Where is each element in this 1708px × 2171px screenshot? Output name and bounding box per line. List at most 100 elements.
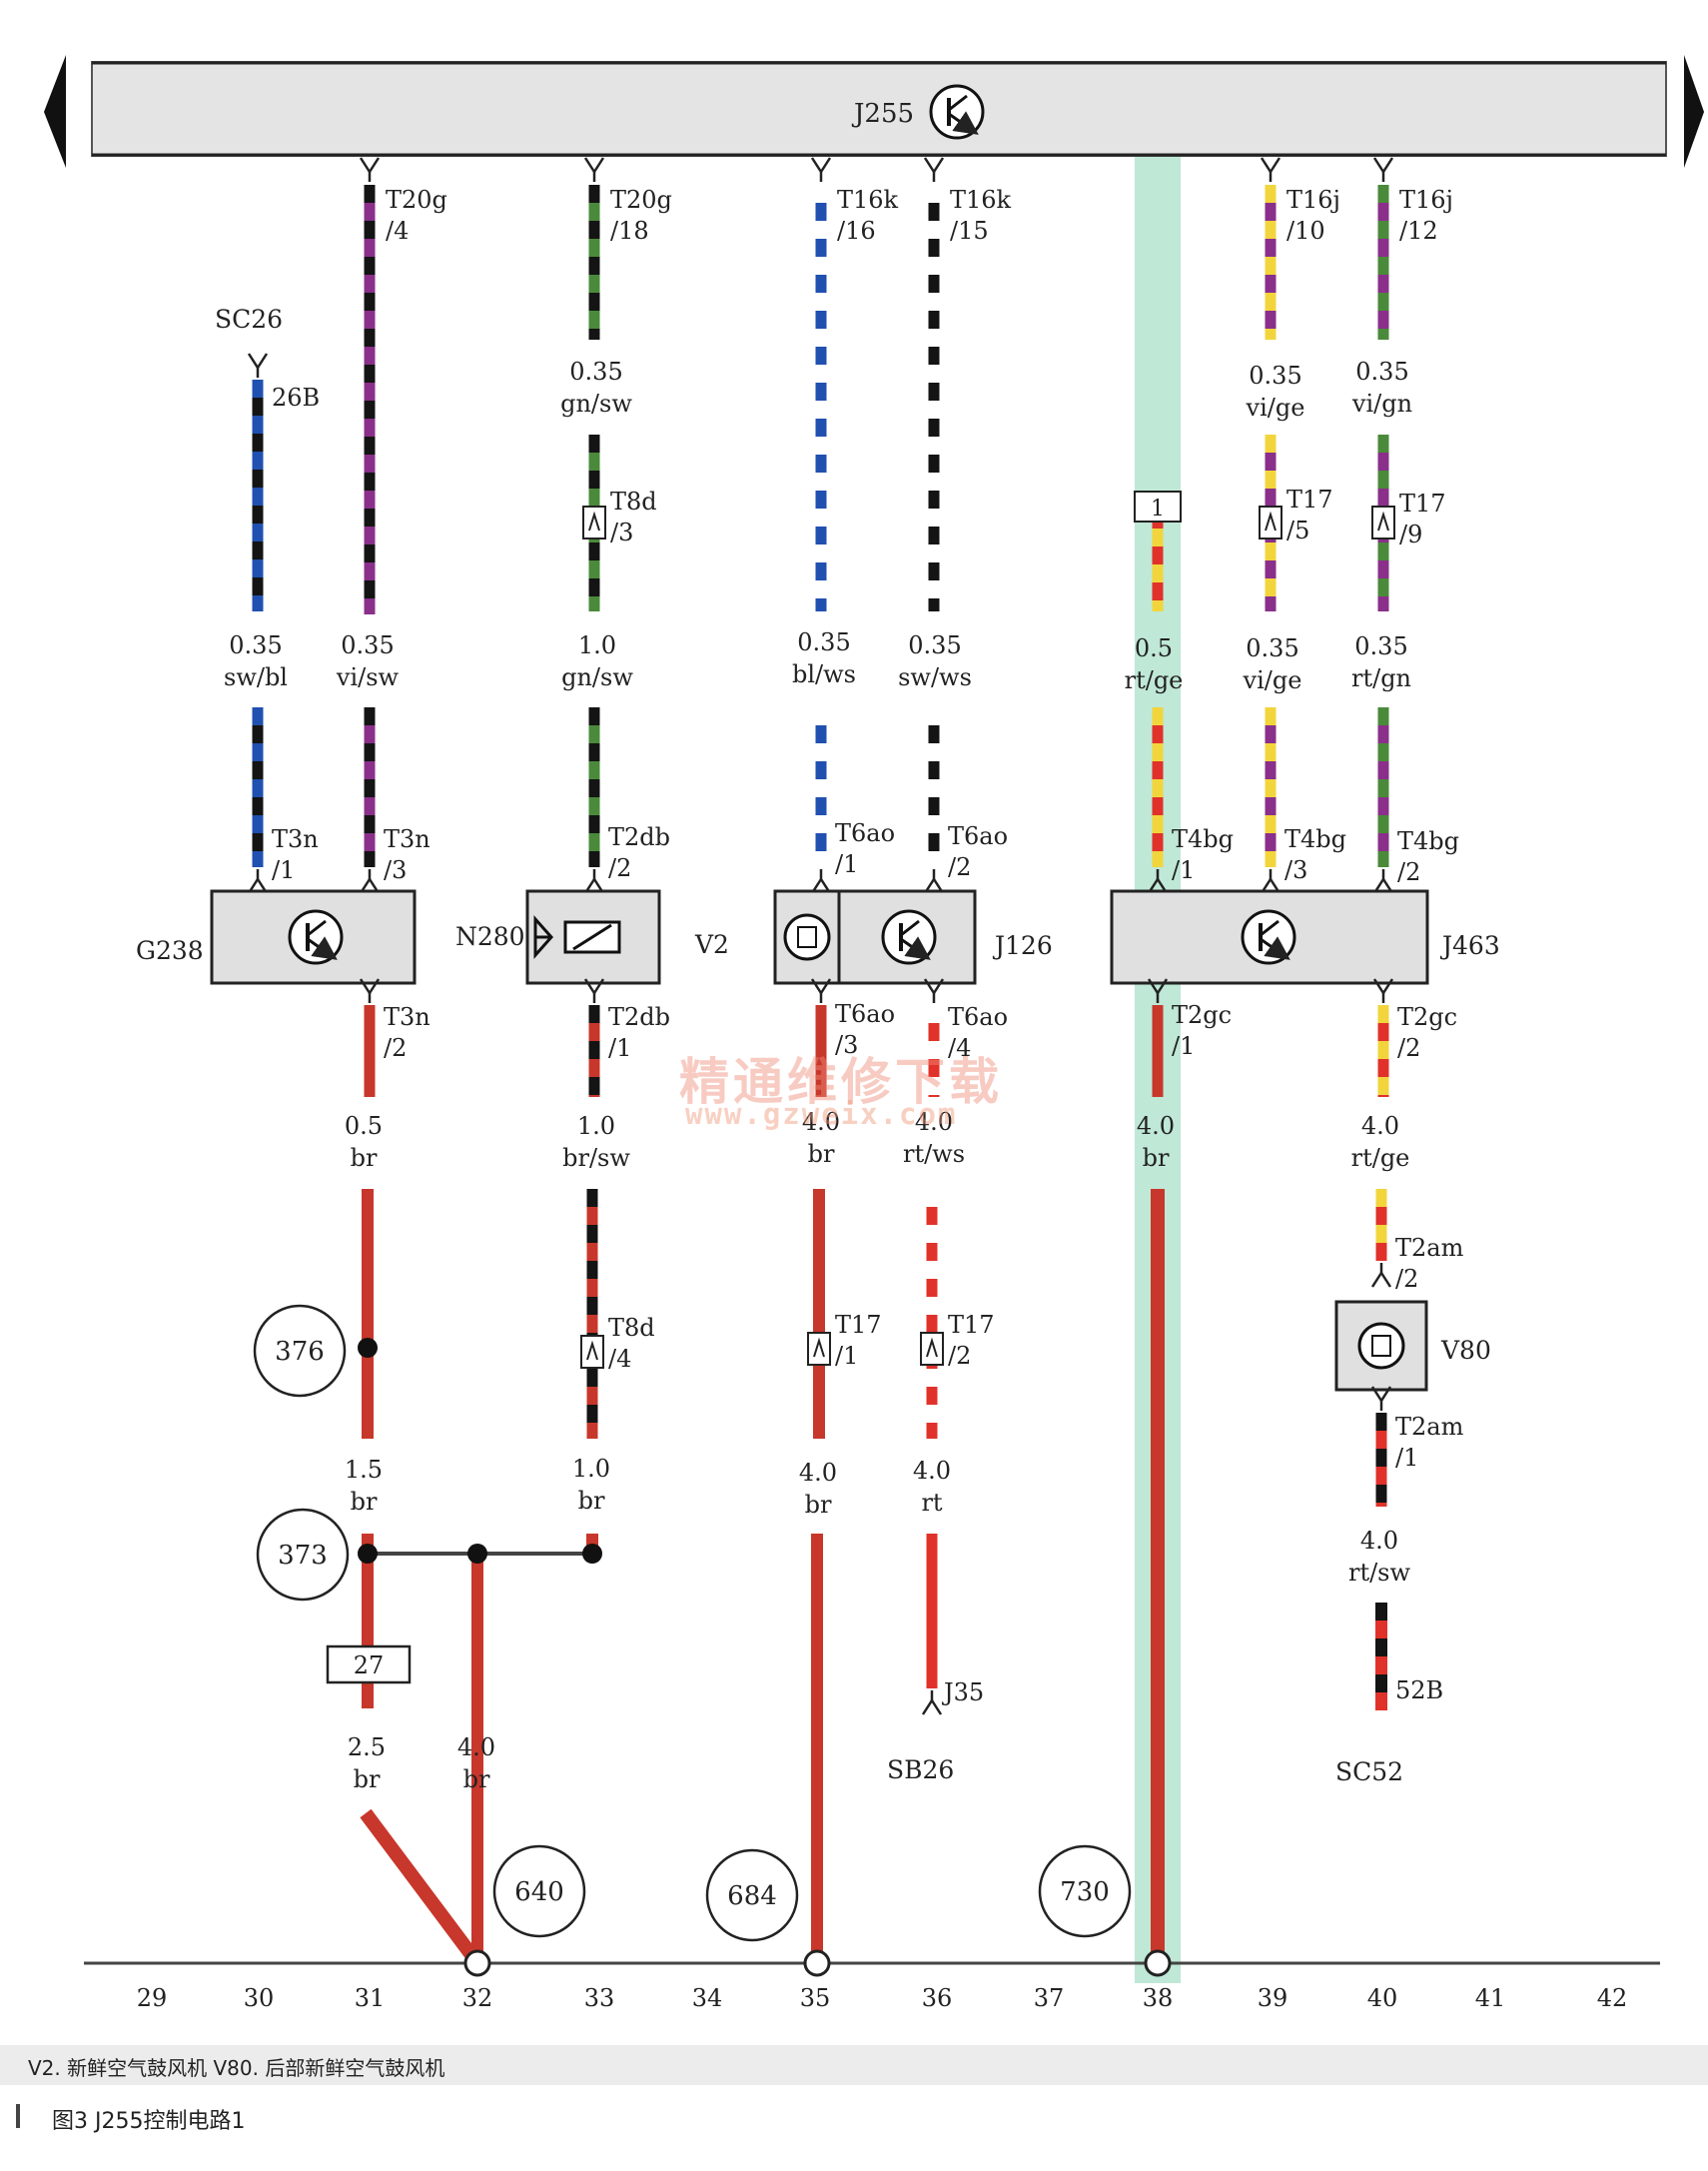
connector-pin-icon [359,157,381,182]
module-v2-j126 [773,889,977,985]
connector-pin-icon [1370,1263,1392,1288]
ground-node [463,1949,491,1977]
j126-transistor-icon [881,909,937,965]
connector-pin-label: /2 [948,853,971,881]
connector-pin-label: /4 [386,217,409,245]
connector-pin-label: /1 [608,1034,631,1062]
connector-label: T2gc [1397,1003,1457,1031]
wire-size-label: 1.0 [572,1455,610,1483]
wire-color-label: sw/bl [224,663,288,691]
connector-label: T4bg [1397,827,1459,855]
wire-size-label: 1.0 [578,631,616,659]
connector-pin-label: /10 [1286,217,1325,245]
connector-pin-icon [810,869,832,894]
connector-pin-icon [1147,978,1169,1003]
junction-dot [467,1544,487,1564]
wire-size-label: 4.0 [457,1733,495,1761]
connector-pin-icon [1260,869,1281,894]
sc52-label: SC52 [1335,1757,1403,1786]
wire-size-label: 0.35 [797,628,850,656]
wire-size-label: 0.35 [1355,358,1408,386]
inline-connector-icon [1371,506,1395,540]
connector-label: T2gc [1172,1001,1232,1029]
connector-pin-label: /2 [384,1034,407,1062]
wire-size-label: 1.5 [345,1456,383,1484]
grid-column-number: 29 [137,1984,168,2012]
connector-pin-icon [1260,157,1281,182]
connector-label: T8d [608,1314,655,1342]
wire-size-label: 0.5 [1135,634,1173,662]
connector-label: T20g [610,186,672,214]
connector-pin-icon [359,978,381,1003]
n280-label: N280 [455,922,525,951]
connector-label: T3n [384,825,430,853]
connector-pin-label: /2 [608,854,631,882]
grid-column-number: 35 [800,1984,831,2012]
wire-color-label: gn/sw [560,390,632,418]
inline-connector-icon [807,1332,831,1366]
box-1 [1134,491,1182,523]
connector-pin-icon [359,869,381,894]
connector-label: T2am [1395,1413,1464,1441]
wire-size-label: 0.35 [341,631,394,659]
connector-pin-label: /1 [835,1342,858,1370]
connector-pin-label: /1 [1172,856,1195,884]
connector-pin-label: /15 [950,217,989,245]
wire-color-label: bl/ws [792,660,856,688]
j463-label: J463 [1439,931,1500,960]
connector-label: T6ao [948,1003,1008,1031]
box-27-label: 27 [354,1651,385,1679]
grid-column-number: 38 [1143,1984,1174,2012]
connector-pin-icon [583,869,605,894]
reference-circle-label: 376 [275,1337,325,1367]
wire-size-label: 0.35 [1246,634,1298,662]
wire-size-label: 0.35 [908,631,961,659]
wire-color-label: rt/sw [1348,1559,1411,1587]
wire-color-label: br [354,1765,381,1793]
j255-bus: J255 [44,55,1704,168]
connector-pin-label: /9 [1399,521,1422,548]
box-1-label: 1 [1151,497,1165,522]
labels-layer: T20g/4T20g/18T16k/16T16k/15T16j/10T16j/1… [136,186,1627,2012]
bus-left-arrow [44,55,66,168]
connector-pin-label: /2 [948,1342,971,1370]
j126-label: J126 [992,931,1053,960]
grid-column-number: 33 [584,1984,615,2012]
connector-pin-label: /3 [384,856,407,884]
reference-circle-label: 373 [278,1541,328,1571]
connector-label: T4bg [1284,825,1346,853]
connector-pin-icon [247,869,269,894]
grid-column-number: 34 [692,1984,723,2012]
wire-size-label: 1.0 [577,1112,615,1140]
sb26-label: SB26 [887,1755,954,1784]
reference-circle: 373 [256,1508,350,1602]
connector-pin-label: /4 [948,1034,971,1062]
connector-label: T8d [610,488,657,516]
wire-size-label: 4.0 [1360,1527,1398,1555]
wire-color-label: rt/gn [1351,664,1411,692]
sc26-label: SC26 [215,305,283,334]
wire-color-label: rt/ge [1125,666,1184,694]
g238-label: G238 [136,936,204,965]
connector-label: T3n [384,1003,430,1031]
connector-label: T17 [1399,490,1446,518]
connector-pin-label: /2 [1395,1265,1418,1293]
connector-label: T6ao [835,1000,895,1028]
wire-color-label: vi/gn [1351,390,1412,418]
wire-size-label: 2.5 [348,1733,386,1761]
wire-diagonal [360,1808,481,1965]
wire-size-label: 4.0 [915,1108,953,1136]
wire-color-label: br [805,1491,832,1519]
legend-strip [0,2045,1708,2085]
connector-pin-icon [923,978,945,1003]
wire-size-label: 4.0 [913,1457,951,1485]
wire-color-label: rt/ws [903,1140,965,1168]
reference-circle: 730 [1038,1844,1132,1938]
connector-pin-icon [810,157,832,182]
connector-pin-label: /18 [610,217,649,245]
connector-pin-label: /3 [1284,856,1307,884]
bus-transistor-icon [929,84,985,140]
wire-color-label: rt/ge [1351,1144,1410,1172]
reference-circle-label: 730 [1060,1877,1110,1907]
